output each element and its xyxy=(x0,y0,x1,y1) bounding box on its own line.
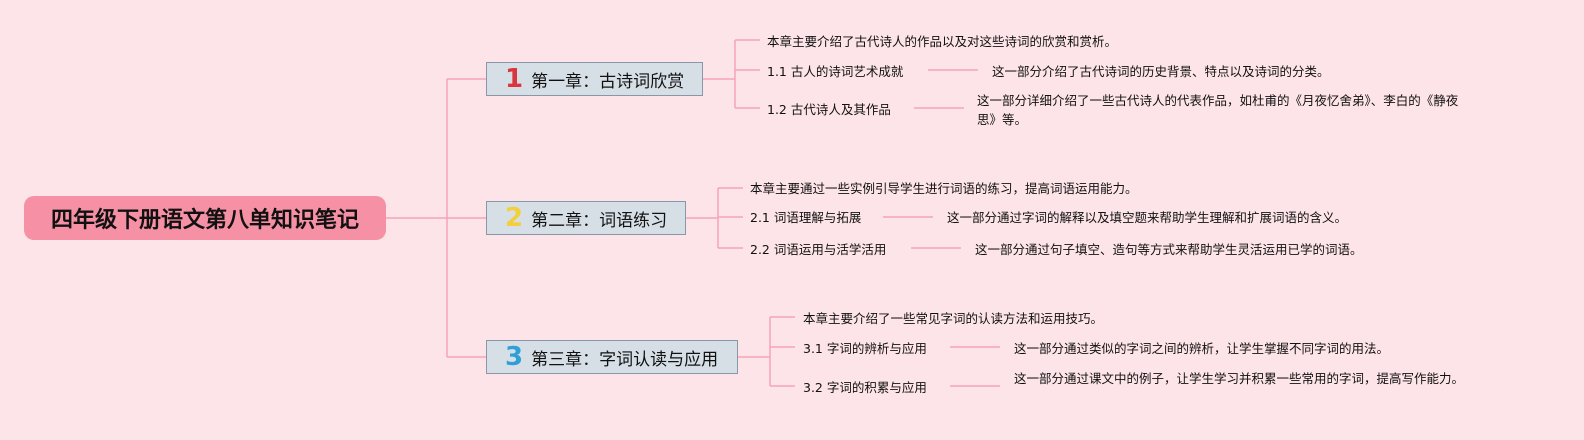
chapter-number-1-icon: 1 xyxy=(505,64,524,94)
section-2-2-description: 这一部分通过句子填空、造句等方式来帮助学生灵活运用已学的词语。 xyxy=(975,242,1363,257)
section-3-2-description: 这一部分通过课文中的例子，让学生学习并积累一些常用的字词，提高写作能力。 xyxy=(1014,371,1465,386)
chapter-1-summary[interactable]: 本章主要介绍了古代诗人的作品以及对这些诗词的欣赏和赏析。 xyxy=(767,34,1118,49)
chapter-node-2[interactable]: 2 第二章：词语练习 xyxy=(486,201,686,235)
chapter-node-1[interactable]: 1 第一章：古诗词欣赏 xyxy=(486,62,703,96)
chapter-3-summary[interactable]: 本章主要介绍了一些常见字词的认读方法和运用技巧。 xyxy=(803,311,1104,326)
chapter-title-3: 第三章：字词认读与应用 xyxy=(531,349,719,370)
section-3-1-description: 这一部分通过类似的字词之间的辨析，让学生掌握不同字词的用法。 xyxy=(1014,341,1390,356)
section-2-1-label[interactable]: 2.1 词语理解与拓展 xyxy=(750,210,862,225)
chapter-number-3-icon: 3 xyxy=(505,342,524,372)
root-title: 四年级下册语文第八单知识笔记 xyxy=(50,208,359,233)
chapter-title-1: 第一章：古诗词欣赏 xyxy=(531,71,685,92)
section-3-2-label[interactable]: 3.2 字词的积累与应用 xyxy=(803,380,927,395)
section-3-1-label[interactable]: 3.1 字词的辨析与应用 xyxy=(803,341,927,356)
section-1-2-description: 这一部分详细介绍了一些古代诗人的代表作品，如杜甫的《月夜忆舍弟》、李白的《静夜思… xyxy=(977,93,1459,127)
section-1-1-description: 这一部分介绍了古代诗词的历史背景、特点以及诗词的分类。 xyxy=(992,64,1330,79)
root-node[interactable]: 四年级下册语文第八单知识笔记 xyxy=(24,196,386,240)
section-2-1-description: 这一部分通过字词的解释以及填空题来帮助学生理解和扩展词语的含义。 xyxy=(947,210,1348,225)
section-1-1-label[interactable]: 1.1 古人的诗词艺术成就 xyxy=(767,64,904,79)
section-2-2-label[interactable]: 2.2 词语运用与活学活用 xyxy=(750,242,887,257)
chapter-2-summary[interactable]: 本章主要通过一些实例引导学生进行词语的练习，提高词语运用能力。 xyxy=(750,181,1138,196)
chapter-number-2-icon: 2 xyxy=(505,203,524,233)
section-1-2-label[interactable]: 1.2 古代诗人及其作品 xyxy=(767,102,891,117)
chapter-node-3[interactable]: 3 第三章：字词认读与应用 xyxy=(486,340,738,374)
chapter-title-2: 第二章：词语练习 xyxy=(531,210,668,231)
